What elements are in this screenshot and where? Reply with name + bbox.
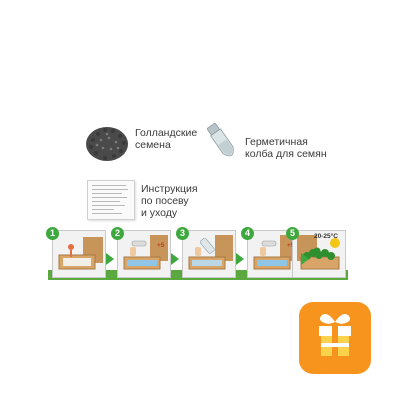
step-5-temperature: 20-25°C xyxy=(314,233,338,240)
step-4-note: +5 xyxy=(287,242,295,249)
seed-flask-icon xyxy=(206,118,240,168)
step-3-panel xyxy=(182,230,236,278)
step-2-note: +5 xyxy=(157,242,165,249)
gift-box-icon[interactable] xyxy=(299,302,371,374)
step-arrow-3 xyxy=(236,252,244,265)
step-4-panel xyxy=(247,230,301,278)
step-3-badge: 3 xyxy=(176,227,189,240)
step-1-badge: 1 xyxy=(46,227,59,240)
step-2-panel xyxy=(117,230,171,278)
instruction-label: Инструкция по посеву и уходу xyxy=(141,183,198,219)
seeds-label: Голландские семена xyxy=(135,127,198,151)
step-arrow-4 xyxy=(301,252,309,265)
instruction-document-icon xyxy=(87,180,135,220)
step-2-badge: 2 xyxy=(111,227,124,240)
step-arrow-1 xyxy=(106,252,114,265)
step-4-badge: 4 xyxy=(241,227,254,240)
step-1-panel xyxy=(52,230,106,278)
step-5-badge: 5 xyxy=(286,227,299,240)
step-arrow-2 xyxy=(171,252,179,265)
seeds-pile-icon xyxy=(83,120,131,166)
flask-label: Герметичная колба для семян xyxy=(245,136,327,160)
